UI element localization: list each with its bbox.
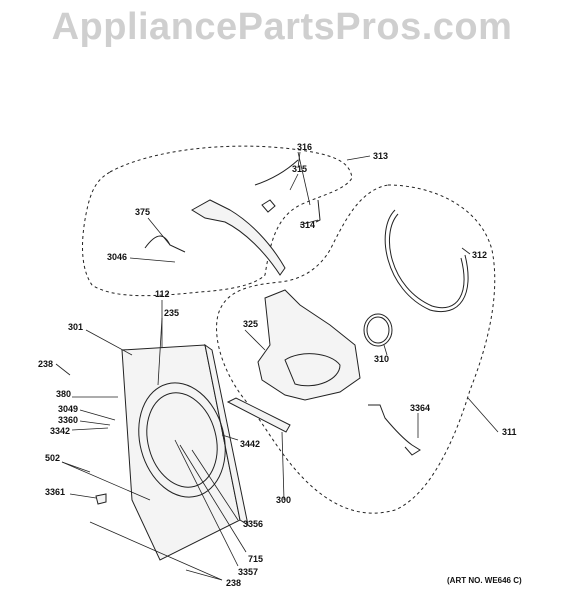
part-3442-bar (226, 397, 291, 433)
part-325-duct-opening (284, 353, 341, 387)
callout-310: 310 (374, 354, 389, 364)
callout-311: 311 (502, 427, 517, 437)
part-3361-knob (95, 493, 107, 505)
group-outline-311 (216, 184, 496, 514)
callout-3361: 3361 (45, 487, 65, 497)
callout-502: 502 (45, 453, 60, 463)
callout-3442: 3442 (240, 439, 260, 449)
callout-301: 301 (68, 322, 83, 332)
callout-314: 314 (300, 220, 315, 230)
leader-lines (55, 151, 499, 581)
callout-3364: 3364 (410, 403, 430, 413)
part-bracket-upper (191, 199, 286, 276)
part-312-belt-inner (388, 213, 465, 309)
callout-380: 380 (56, 389, 71, 399)
callout-112: 112 (155, 289, 170, 299)
group-outline-313 (82, 145, 353, 297)
callout-3049: 3049 (58, 404, 78, 414)
callout-238-bottom: 238 (226, 578, 241, 588)
part-3364-harness (368, 404, 421, 456)
callout-375: 375 (135, 207, 150, 217)
part-door-opening (138, 382, 226, 498)
callout-313: 313 (373, 151, 388, 161)
callout-315: 315 (292, 164, 307, 174)
part-316-wire (254, 159, 299, 186)
part-front-panel-side (204, 343, 249, 527)
callout-3356: 3356 (243, 519, 263, 529)
part-310-ring-inner (366, 316, 390, 344)
part-314-sensor (315, 199, 321, 223)
callout-3046: 3046 (107, 252, 127, 262)
callout-235: 235 (164, 308, 179, 318)
part-315-clip (261, 199, 276, 213)
callout-238-top: 238 (38, 359, 53, 369)
watermark-text: AppliancePartsPros.com (51, 6, 513, 48)
callout-316: 316 (297, 142, 312, 152)
callout-3342: 3342 (50, 426, 70, 436)
callout-312: 312 (472, 250, 487, 260)
callout-3357: 3357 (238, 567, 258, 577)
part-310-ring (363, 313, 393, 347)
part-325-duct (257, 289, 361, 401)
callout-3360: 3360 (58, 415, 78, 425)
part-door-opening-inner (146, 392, 218, 488)
callout-300: 300 (276, 495, 291, 505)
art-number: (ART NO. WE646 C) (447, 576, 522, 585)
callout-715: 715 (248, 554, 263, 564)
part-312-belt (384, 209, 469, 312)
callout-325: 325 (243, 319, 258, 329)
